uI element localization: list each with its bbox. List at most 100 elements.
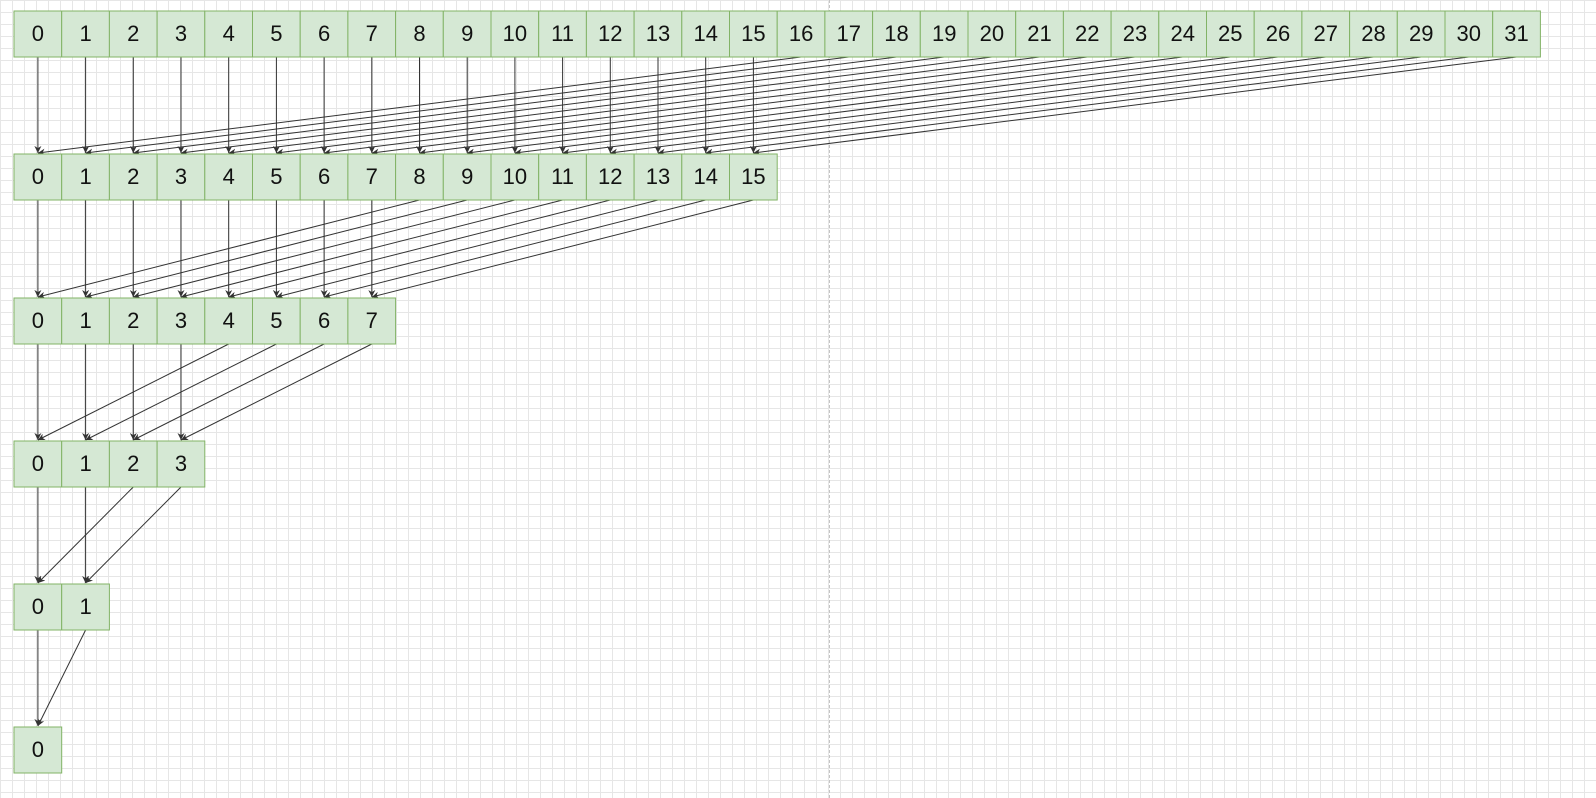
level-1-cell-14: 14 — [681, 153, 730, 201]
arrow-level-0-cell-18-to-2 — [133, 56, 897, 156]
cell-box — [1110, 10, 1160, 58]
cell-box — [919, 10, 969, 58]
level-0-cell-28: 28 — [1349, 10, 1398, 58]
cell-label: 15 — [741, 164, 765, 189]
cell-box — [633, 10, 683, 58]
level-0-cell-7: 7 — [347, 10, 397, 58]
arrow-level-1-cell-8-to-0 — [37, 199, 420, 299]
cell-label: 8 — [413, 164, 425, 189]
level-1-cell-2: 2 — [108, 153, 158, 201]
cell-label: 19 — [932, 21, 956, 46]
arrow-level-0-cell-28-to-12 — [610, 56, 1374, 156]
cell-label: 0 — [32, 451, 44, 476]
cell-box — [1158, 10, 1208, 58]
level-0-cell-13: 13 — [633, 10, 683, 58]
level-5-row: 0 — [13, 726, 63, 774]
cell-box — [538, 153, 587, 201]
cell-box — [824, 10, 874, 58]
arrow-level-0-cell-16-to-0 — [37, 56, 802, 156]
cell-box — [1253, 10, 1303, 58]
cell-label: 2 — [127, 164, 139, 189]
cell-label: 1 — [79, 308, 91, 333]
cell-box — [61, 440, 110, 488]
cell-label: 4 — [223, 21, 235, 46]
level-1-cell-7: 7 — [347, 153, 397, 201]
level-1-cell-6: 6 — [299, 153, 349, 201]
level-0-cell-29: 29 — [1396, 10, 1446, 58]
cell-label: 3 — [175, 164, 187, 189]
cell-box — [395, 153, 444, 201]
level-0-cell-24: 24 — [1158, 10, 1208, 58]
cell-label: 25 — [1218, 21, 1242, 46]
cell-box — [156, 297, 206, 345]
cell-label: 7 — [366, 164, 378, 189]
level-5-cell-0: 0 — [13, 726, 63, 774]
level-3-cell-1: 1 — [61, 440, 110, 488]
level-1-cell-0: 0 — [13, 153, 63, 201]
level-1-cell-1: 1 — [61, 153, 110, 201]
arrow-level-1-cell-11-to-3 — [180, 199, 563, 299]
cell-box — [1062, 10, 1112, 58]
cell-box — [61, 297, 110, 345]
level-2-cell-0: 0 — [13, 297, 63, 345]
cell-box — [61, 153, 110, 201]
level-2-cell-4: 4 — [204, 297, 254, 345]
level-0-cell-0: 0 — [13, 10, 63, 58]
arrow-level-0-cell-21-to-5 — [276, 56, 1040, 156]
cell-label: 14 — [693, 164, 717, 189]
cell-label: 18 — [884, 21, 908, 46]
cell-label: 9 — [461, 21, 473, 46]
cell-label: 1 — [79, 164, 91, 189]
arrow-level-0-cell-20-to-4 — [228, 56, 992, 156]
level-0-cell-12: 12 — [585, 10, 635, 58]
arrow-level-1-cell-15-to-7 — [371, 199, 754, 299]
cell-label: 10 — [503, 164, 527, 189]
cell-label: 30 — [1457, 21, 1481, 46]
level-0-cell-5: 5 — [252, 10, 301, 58]
level-1-cell-9: 9 — [442, 153, 492, 201]
level-1-cell-10: 10 — [490, 153, 540, 201]
level-0-cell-6: 6 — [299, 10, 349, 58]
cell-box — [681, 10, 730, 58]
level-0-cell-27: 27 — [1301, 10, 1351, 58]
arrow-level-1-cell-14-to-6 — [323, 199, 706, 299]
cell-box — [204, 153, 254, 201]
level-1-cell-5: 5 — [252, 153, 301, 201]
cell-label: 22 — [1075, 21, 1099, 46]
cell-box — [729, 10, 778, 58]
level-0-cell-11: 11 — [538, 10, 587, 58]
cell-label: 6 — [318, 21, 330, 46]
cell-label: 5 — [270, 308, 282, 333]
level-3-cell-2: 2 — [108, 440, 158, 488]
cell-box — [1396, 10, 1446, 58]
cell-box — [13, 440, 63, 488]
cell-label: 24 — [1170, 21, 1194, 46]
cell-box — [1349, 10, 1398, 58]
cell-box — [156, 153, 206, 201]
level-0-cell-18: 18 — [872, 10, 921, 58]
arrow-level-2-cell-4-to-0 — [37, 343, 229, 441]
level-4-cell-1: 1 — [61, 583, 110, 631]
cell-box — [347, 153, 397, 201]
arrow-level-0-cell-17-to-1 — [85, 56, 849, 156]
cell-label: 26 — [1266, 21, 1290, 46]
arrow-level-1-cell-13-to-5 — [276, 199, 659, 299]
cell-label: 6 — [318, 308, 330, 333]
level-0-cell-15: 15 — [729, 10, 778, 58]
cell-label: 12 — [598, 164, 622, 189]
level-0-cell-1: 1 — [61, 10, 110, 58]
level-0-cell-31: 31 — [1492, 10, 1541, 58]
cell-box — [13, 583, 63, 631]
cell-label: 2 — [127, 451, 139, 476]
level-4-cell-0: 0 — [13, 583, 63, 631]
arrow-level-1-cell-9-to-1 — [85, 199, 468, 299]
cell-label: 3 — [175, 21, 187, 46]
cell-label: 11 — [551, 164, 574, 189]
arrow-level-0-cell-23-to-7 — [371, 56, 1136, 156]
level-0-cell-17: 17 — [824, 10, 874, 58]
arrow-level-0-cell-31-to-15 — [753, 56, 1517, 156]
